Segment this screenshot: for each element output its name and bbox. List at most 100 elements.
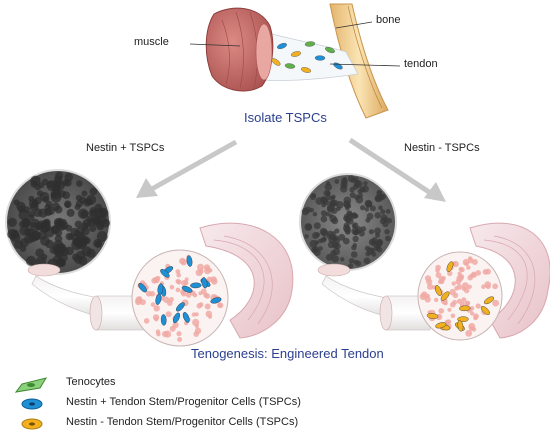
- micrograph-fibril: [376, 238, 383, 246]
- micrograph-fibril: [52, 243, 64, 255]
- tenocyte-icon: [14, 377, 48, 393]
- micrograph-fibril: [72, 253, 80, 261]
- micrograph-fibril: [301, 207, 310, 216]
- tissue-cell: [179, 257, 186, 265]
- micrograph-fibril: [54, 205, 63, 214]
- micrograph-fibril: [28, 214, 35, 221]
- micrograph-fibril: [64, 173, 73, 182]
- micrograph-fibril: [72, 237, 81, 247]
- tissue-cell: [464, 287, 470, 294]
- right-arrow: [348, 137, 434, 197]
- tissue-cell: [467, 256, 473, 261]
- tissue-cell: [163, 296, 170, 303]
- stem-cell: [457, 320, 464, 332]
- tissue-cell: [475, 303, 481, 309]
- micrograph-fibril: [376, 190, 382, 195]
- tendon-cell: [304, 41, 316, 47]
- micrograph-fibril: [29, 222, 40, 233]
- tissue-cell: [177, 337, 183, 342]
- tissue-cell: [467, 284, 472, 289]
- tissue-cell: [426, 278, 433, 285]
- micrograph-fibril: [366, 212, 374, 220]
- tissue-cell: [176, 279, 182, 285]
- micrograph-fibril: [320, 210, 327, 217]
- micrograph-fibril: [99, 209, 106, 217]
- stem-cell: [446, 261, 454, 273]
- tissue-cell: [438, 308, 445, 314]
- micrograph-fibril: [77, 208, 89, 219]
- tissue-cell: [446, 319, 452, 325]
- tissue-cell: [169, 297, 174, 302]
- micrograph-fibril: [385, 235, 391, 242]
- tissue-cell: [464, 301, 470, 307]
- micrograph-fibril: [324, 183, 333, 191]
- micrograph-fibril: [364, 245, 371, 252]
- micrograph-fibril: [75, 200, 84, 208]
- tissue-cell: [194, 324, 199, 329]
- tissue-cell: [191, 312, 197, 317]
- micrograph-fibril: [75, 194, 83, 202]
- tissue-cell: [461, 297, 467, 303]
- micrograph-fibril: [376, 246, 383, 253]
- stem-cell: [175, 302, 185, 312]
- tissue-cell: [150, 302, 156, 307]
- micrograph-fibril: [11, 229, 18, 237]
- micrograph-fibril: [348, 263, 354, 269]
- stem-cell: [201, 277, 208, 289]
- tissue-cell: [164, 330, 172, 338]
- tissue-cell: [492, 283, 498, 290]
- micrograph-fibril: [325, 253, 334, 261]
- micrograph-fibril: [315, 197, 324, 205]
- tissue-cell: [185, 292, 192, 298]
- stem-cell: [182, 312, 190, 323]
- micrograph-fibril: [363, 257, 371, 265]
- micrograph-fibril: [361, 185, 369, 193]
- nestin-positive-label: Nestin + TSPCs: [86, 142, 165, 154]
- micrograph-fibril: [58, 253, 68, 263]
- micrograph-fibril: [352, 184, 359, 190]
- micrograph-fibril: [86, 194, 97, 205]
- micrograph-fibril: [314, 249, 321, 256]
- tendon-cell: [271, 58, 281, 66]
- micrograph-fibril: [62, 191, 71, 200]
- micrograph-fibril: [66, 208, 75, 217]
- micrograph-fibril: [352, 222, 359, 229]
- micrograph-fibril: [309, 239, 318, 248]
- micrograph-fibril: [89, 224, 97, 232]
- micrograph-fibril: [27, 232, 38, 243]
- micrograph-fibril: [384, 229, 390, 235]
- tissue-cell: [471, 259, 478, 265]
- micrograph-fibril: [313, 222, 321, 230]
- micrograph-fibril: [34, 184, 41, 191]
- tissue-cell: [184, 280, 189, 286]
- micrograph-fibril: [342, 176, 347, 182]
- tissue-cell: [427, 283, 434, 290]
- micrograph-fibril: [383, 216, 389, 223]
- tissue-cell: [194, 327, 202, 334]
- left-arrow: [148, 139, 238, 193]
- stem-cell: [483, 296, 495, 305]
- micrograph-fibril: [89, 187, 98, 196]
- micrograph-fibril: [45, 200, 53, 208]
- micrograph-fibril: [19, 245, 27, 252]
- stem-cell: [440, 291, 450, 301]
- micrograph-fibril: [42, 178, 49, 186]
- tendon-cell: [325, 46, 335, 54]
- tissue-cell: [451, 281, 456, 286]
- tissue-cell: [465, 330, 473, 337]
- micrograph-fibril: [30, 175, 41, 186]
- yellow-cell-icon: [21, 418, 43, 430]
- micrograph-fibril: [349, 192, 356, 199]
- micrograph-fibril: [352, 235, 359, 243]
- micrograph-fibril: [333, 237, 341, 244]
- micrograph-fibril: [29, 202, 39, 212]
- tissue-cell: [471, 272, 477, 278]
- stem-cell: [190, 282, 202, 289]
- muscle-label: muscle: [134, 36, 169, 48]
- nestin-positive-micrograph: [5, 169, 111, 275]
- micrograph-fibril: [350, 251, 358, 258]
- tissue-cell: [172, 322, 179, 329]
- stem-cell: [186, 255, 193, 267]
- micrograph-fibril: [360, 205, 366, 211]
- micrograph-fibril: [364, 207, 369, 212]
